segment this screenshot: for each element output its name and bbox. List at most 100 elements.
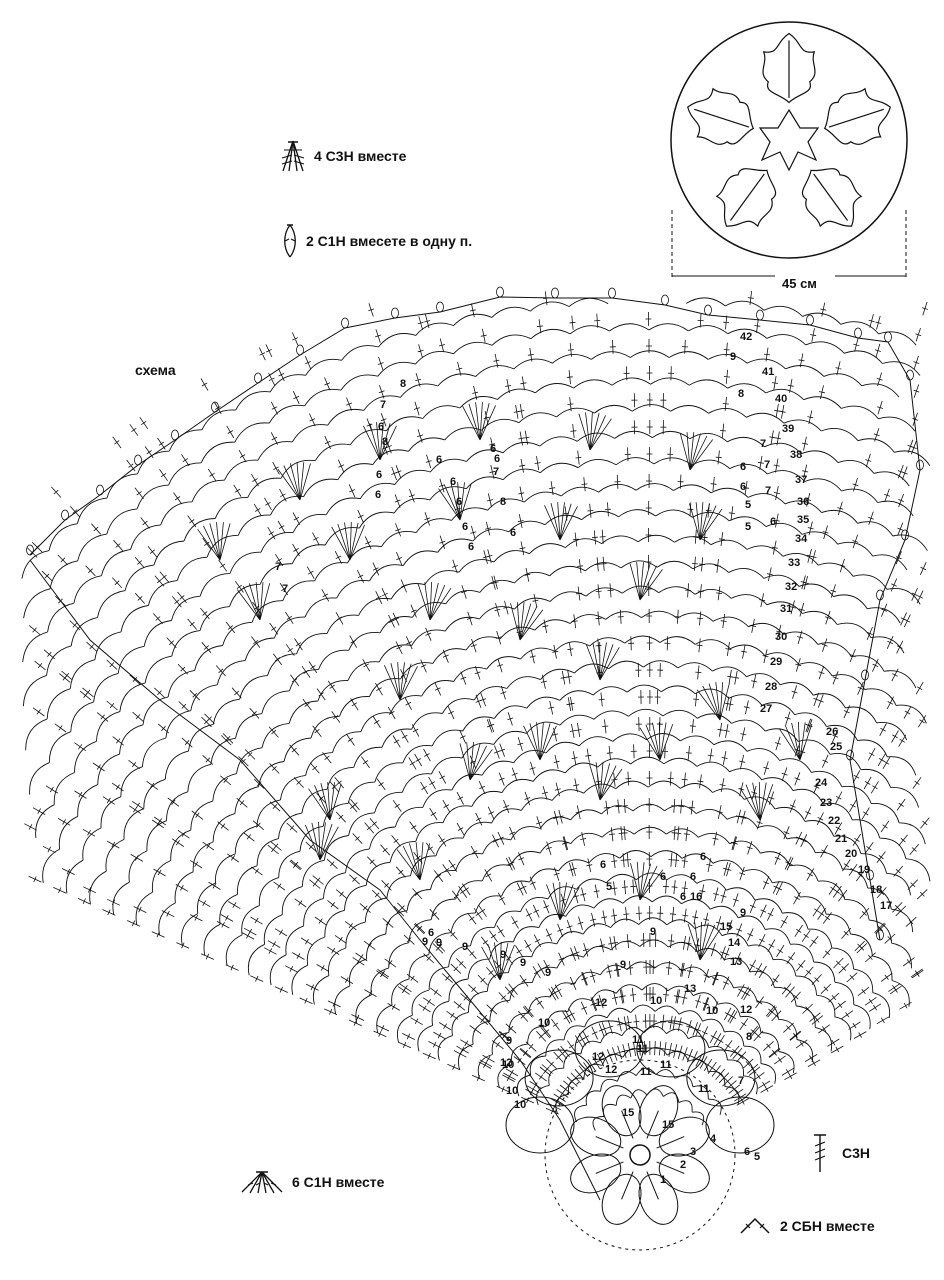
row-number-right: 40 [775,393,787,405]
row-number-inner: 6 [700,851,706,863]
row-number-bottom: 10 [706,1005,718,1017]
row-number-bottom: 15 [622,1107,634,1119]
row-number-bottom: 9 [500,949,506,961]
row-number-bottom: 3 [690,1146,696,1158]
row-number-inner: 6 [490,443,496,455]
row-number-bottom: 9 [545,967,551,979]
row-numbers: 4241403938373635343332313029282726252423… [275,331,892,1186]
row-number-inner: 6 [510,527,516,539]
row-number-right: 33 [788,557,800,569]
row-number-inner: 6 [462,521,468,533]
row-number-right: 24 [815,777,828,789]
two-dc-same-stitch-icon [284,224,296,258]
row-number-bottom: 13 [684,983,696,995]
row-number-bottom: 12 [605,1064,617,1076]
row-number-right: 35 [797,514,809,526]
row-number-inner: 7 [282,583,288,595]
row-number-right: 38 [790,449,802,461]
row-number-inner: 6 [680,891,686,903]
row-number-bottom: 9 [462,941,468,953]
row-number-inner: 6 [600,859,606,871]
row-number-right: 32 [785,581,797,593]
legend-label: 6 С1Н вместе [292,1174,385,1190]
row-number-right: 34 [795,533,808,545]
row-number-bottom: 11 [660,1059,672,1071]
row-number-inner: 6 [456,496,462,508]
row-number-bottom: 10 [506,1085,518,1097]
row-number-bottom: 5 [754,1151,760,1163]
row-number-right: 19 [858,864,870,876]
row-number-bottom: 9 [650,926,656,938]
row-number-right: 28 [765,681,777,693]
row-number-inner: 6 [690,871,696,883]
row-number-right: 31 [780,603,792,615]
row-number-bottom: 15 [662,1119,674,1131]
row-number-inner: 7 [764,459,770,471]
row-number-inner: 6 [468,541,474,553]
row-number-inner: 6 [770,516,776,528]
row-number-inner: 8 [400,378,406,390]
row-number-right: 26 [826,726,838,738]
finished-doily-thumbnail [670,21,908,278]
chart-stitch-marks [24,286,930,1115]
four-treble-cluster-icon [281,140,305,172]
row-number-bottom: 10 [502,1059,514,1071]
row-number-inner: 5 [606,881,612,893]
row-number-right: 23 [820,797,832,809]
row-number-bottom: 11 [640,1066,652,1078]
legend-item-6-dc-cluster: 6 С1Н вместе [240,1168,384,1196]
row-number-inner: 8 [500,496,506,508]
row-number-inner: 6 [376,469,382,481]
row-number-bottom: 12 [595,997,607,1009]
row-number-inner: 6 [450,476,456,488]
row-number-inner: 6 [660,871,666,883]
row-number-right: 17 [880,900,892,912]
row-number-bottom: 6 [428,927,434,939]
row-number-bottom: 16 [690,891,702,903]
diameter-label: 45 см [782,276,817,291]
row-number-bottom: 8 [746,1031,752,1043]
row-number-bottom: 9 [506,1035,512,1047]
row-number-bottom: 14 [728,937,741,949]
row-number-bottom: 2 [680,1159,686,1171]
legend-item-2-dc-same-stitch: 2 С1Н вмесете в одну п. [282,222,472,260]
legend-label: 2 С1Н вмесете в одну п. [306,233,473,249]
row-number-right: 18 [870,884,882,896]
row-number-inner: 6 [375,489,381,501]
row-number-bottom: 9 [422,936,428,948]
row-number-inner: 5 [745,499,751,511]
row-number-bottom: 11 [637,1043,649,1055]
triple-treble-icon [814,1134,826,1172]
row-number-bottom: 4 [710,1133,717,1145]
row-number-bottom: 15 [720,921,732,933]
center-star-icon [758,108,820,172]
row-number-bottom: 9 [436,937,442,949]
row-number-inner: 7 [760,438,766,450]
row-number-inner: 7 [380,399,386,411]
row-number-inner: 6 [740,461,746,473]
legend-item-triple-treble: С3Н [812,1132,870,1174]
row-number-right: 39 [782,423,794,435]
row-number-bottom: 11 [698,1083,710,1095]
row-number-bottom: 12 [500,1057,512,1069]
legend-item-4-treble-cluster: 4 С3Н вместе [280,138,406,174]
row-number-bottom: 1 [660,1174,666,1186]
row-number-bottom: 10 [650,995,662,1007]
center-flower-motif [505,1020,775,1251]
row-number-inner: 7 [765,485,771,497]
row-number-bottom: 12 [592,1051,604,1063]
row-number-right: 29 [770,656,782,668]
row-number-right: 30 [775,631,787,643]
row-number-right: 42 [740,331,752,343]
row-number-right: 20 [845,848,857,860]
row-number-right: 36 [797,496,809,508]
row-number-inner: 9 [730,351,736,363]
row-number-bottom: 12 [740,1004,752,1016]
legend-label: С3Н [842,1145,871,1161]
row-number-inner: 6 [494,453,500,465]
row-number-bottom: 6 [744,1146,750,1158]
row-number-inner: 8 [382,436,388,448]
legend-item-2-sc-together: 2 СБН вместе [738,1216,875,1236]
row-number-bottom: 7 [738,1075,744,1087]
